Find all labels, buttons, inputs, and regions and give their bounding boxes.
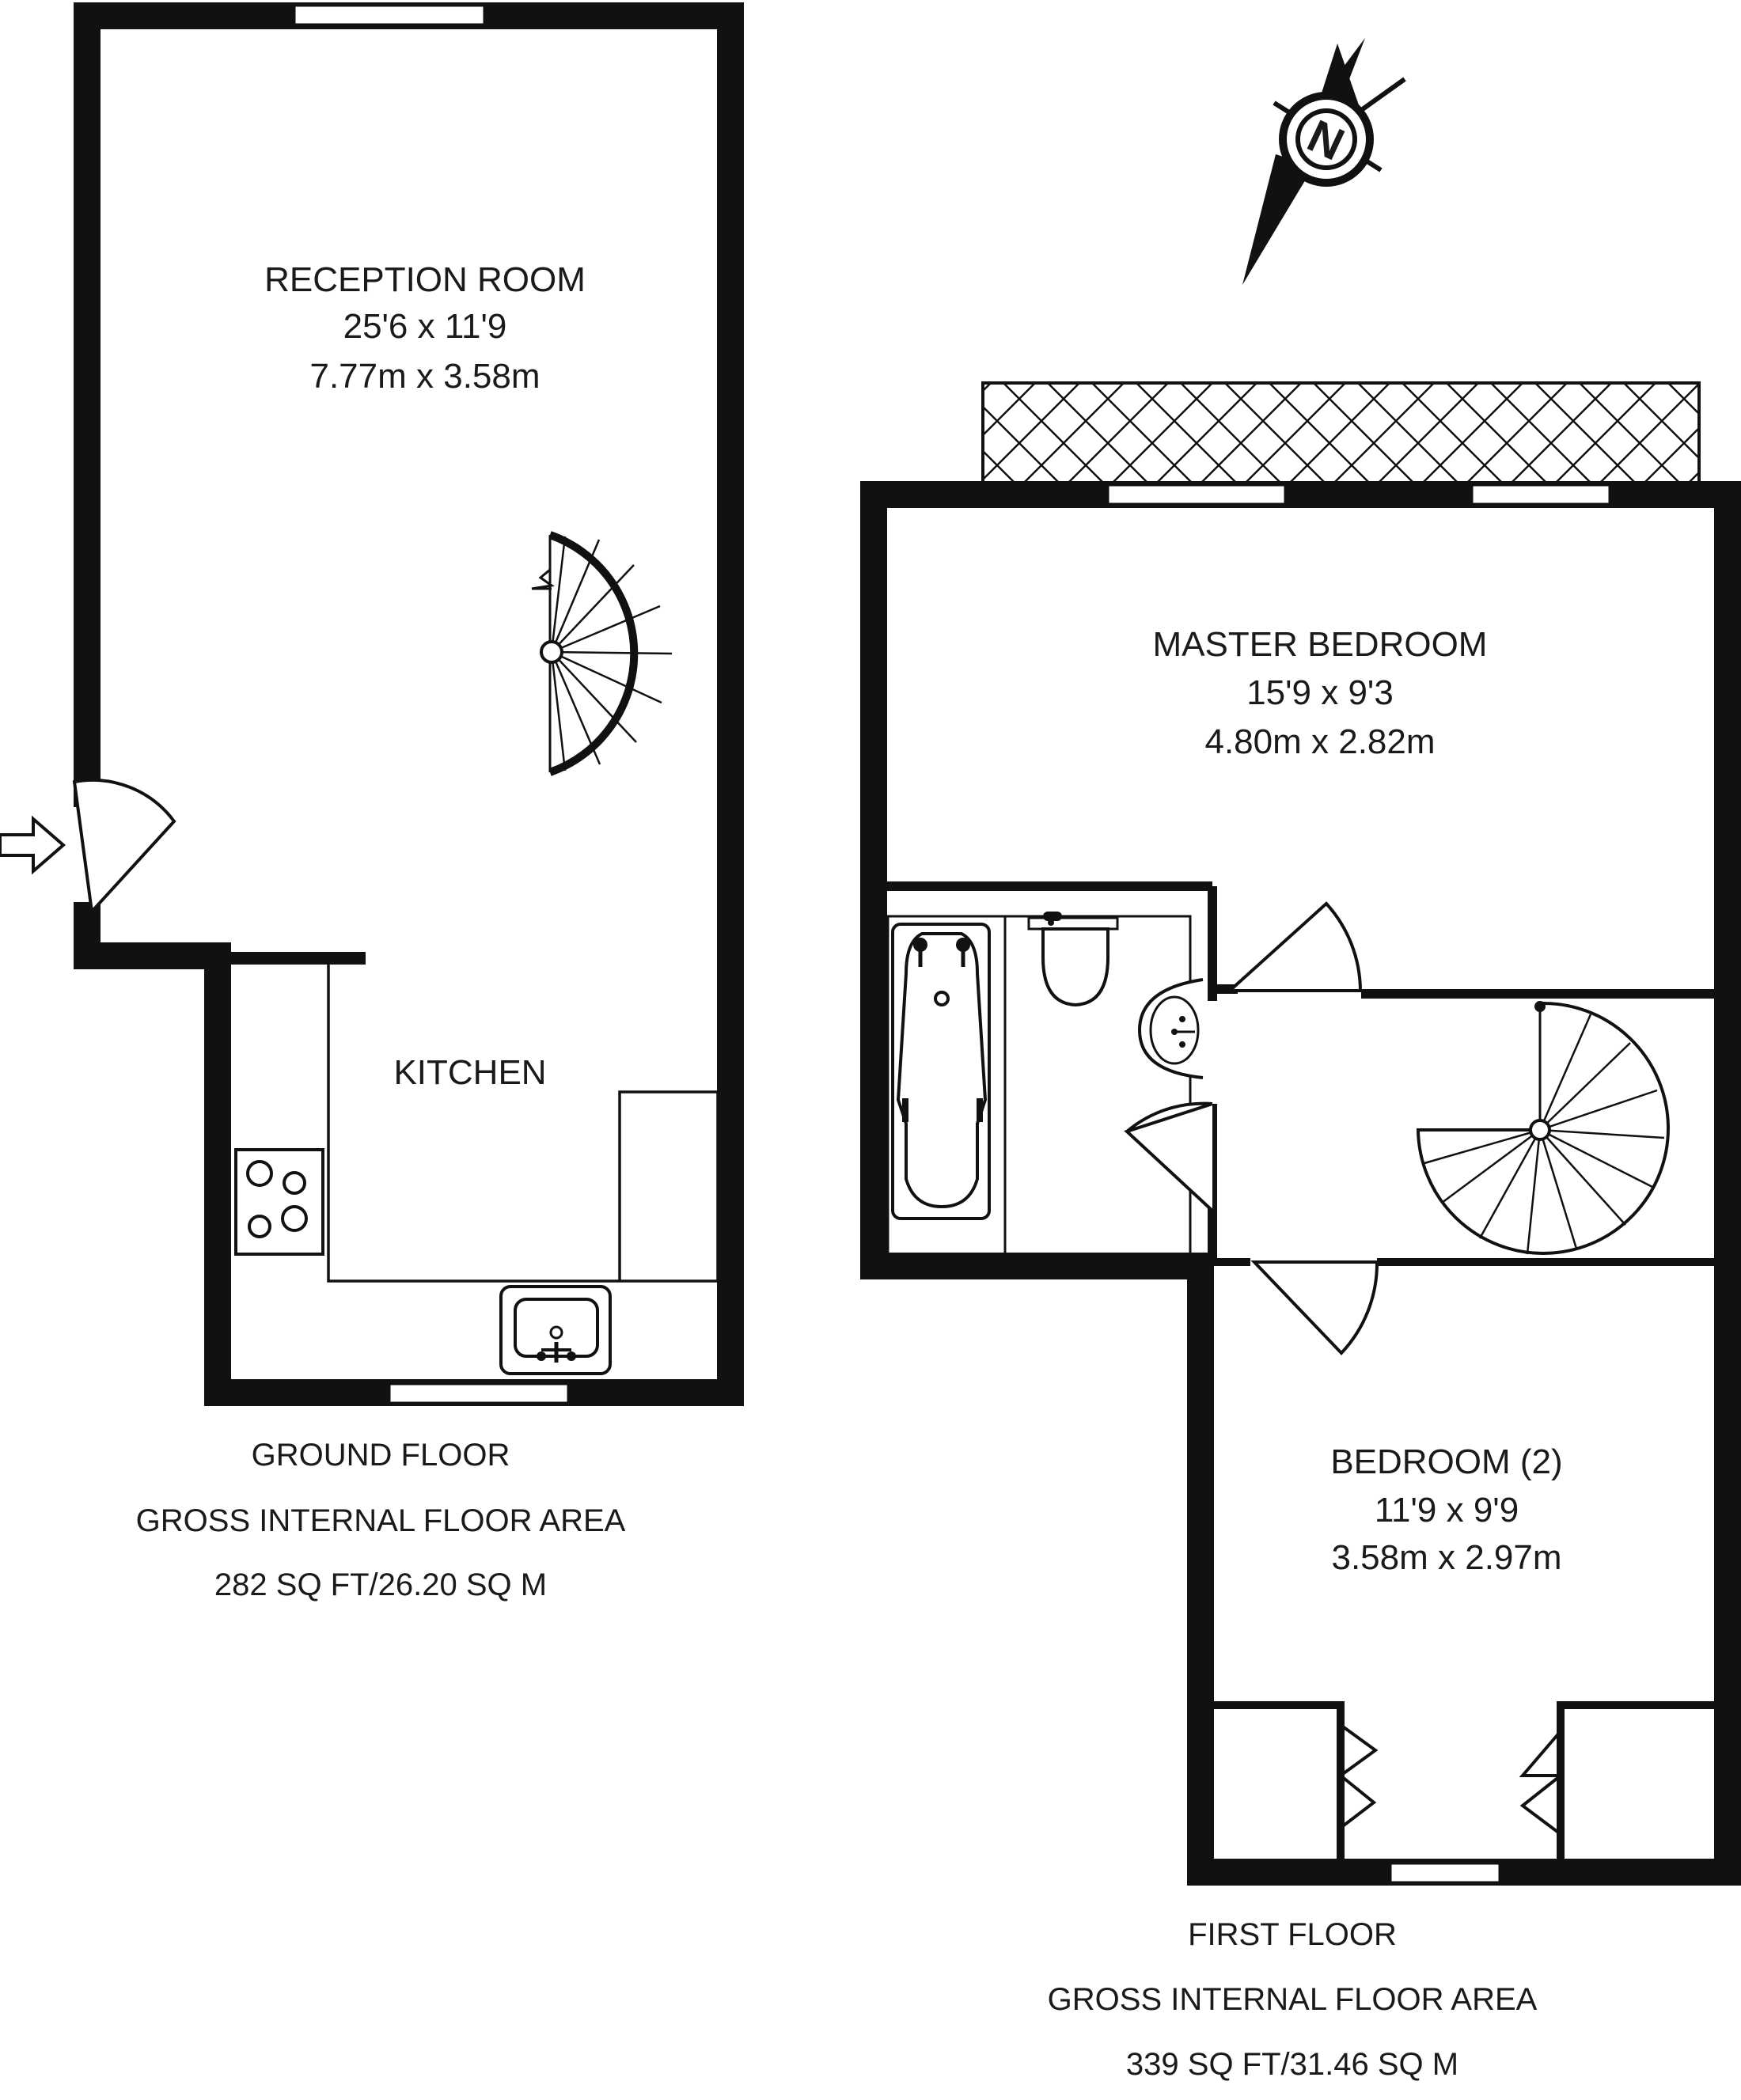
kitchen-sink-icon [499,1285,612,1375]
master-bedroom-imperial: 15'9 x 9'3 [1246,673,1394,712]
ground-floor-area-label: GROSS INTERNAL FLOOR AREA [136,1503,626,1538]
spiral-staircase-ground [531,531,673,776]
bathtub-icon [891,923,991,1220]
reception-window [293,4,486,26]
reception-room-metric: 7.77m x 3.58m [309,357,540,396]
spiral-staircase-first [1416,1001,1670,1255]
ground-floor-area-value: 282 SQ FT/26.20 SQ M [214,1567,547,1602]
bedroom2-imperial: 11'9 x 9'9 [1375,1491,1519,1530]
first-floor-title: FIRST FLOOR [1188,1917,1397,1952]
toilet-icon [1027,912,1119,1007]
balcony-lattice [981,381,1701,484]
ground-floor: RECEPTION ROOM 25'6 x 11'9 7.77m x 3.58m… [0,2,744,1602]
hob-icon [234,1148,324,1256]
entrance-arrow-icon [0,815,66,875]
wardrobe-left-door[interactable] [1339,1723,1379,1829]
reception-room-name: RECEPTION ROOM [264,260,586,299]
bedroom2-door[interactable] [1250,1260,1379,1355]
ground-floor-title: GROUND FLOOR [252,1438,510,1473]
entrance-door[interactable] [72,778,176,915]
compass-icon: N [1242,38,1406,285]
bedroom2-name: BEDROOM (2) [1330,1442,1562,1481]
first-floor-area-value: 339 SQ FT/31.46 SQ M [1126,2047,1458,2082]
master-window-2 [1470,483,1611,506]
master-bedroom-door[interactable] [1225,901,1363,992]
kitchen-worktop [327,965,719,1283]
bedroom2-metric: 3.58m x 2.97m [1331,1538,1561,1577]
master-bedroom-metric: 4.80m x 2.82m [1204,722,1435,761]
first-floor-walls [860,481,1741,1886]
bathroom-inner-line [886,915,1192,1263]
wardrobe-right-door[interactable] [1519,1730,1562,1836]
master-window-1 [1106,483,1287,506]
bathroom-door[interactable] [1124,1101,1214,1212]
wardrobe-right [1519,1701,1717,1859]
wardrobe-left [1213,1701,1379,1859]
master-bedroom-name: MASTER BEDROOM [1153,625,1488,664]
first-floor: MASTER BEDROOM 15'9 x 9'3 4.80m x 2.82m … [860,381,1741,2082]
ground-floor-walls [74,2,744,1406]
basin-icon [1137,978,1204,1079]
bedroom2-window [1389,1862,1501,1884]
kitchen-window [388,1382,570,1404]
reception-room-imperial: 25'6 x 11'9 [343,307,507,346]
kitchen-name: KITCHEN [393,1053,546,1092]
first-floor-area-label: GROSS INTERNAL FLOOR AREA [1048,1982,1538,2017]
